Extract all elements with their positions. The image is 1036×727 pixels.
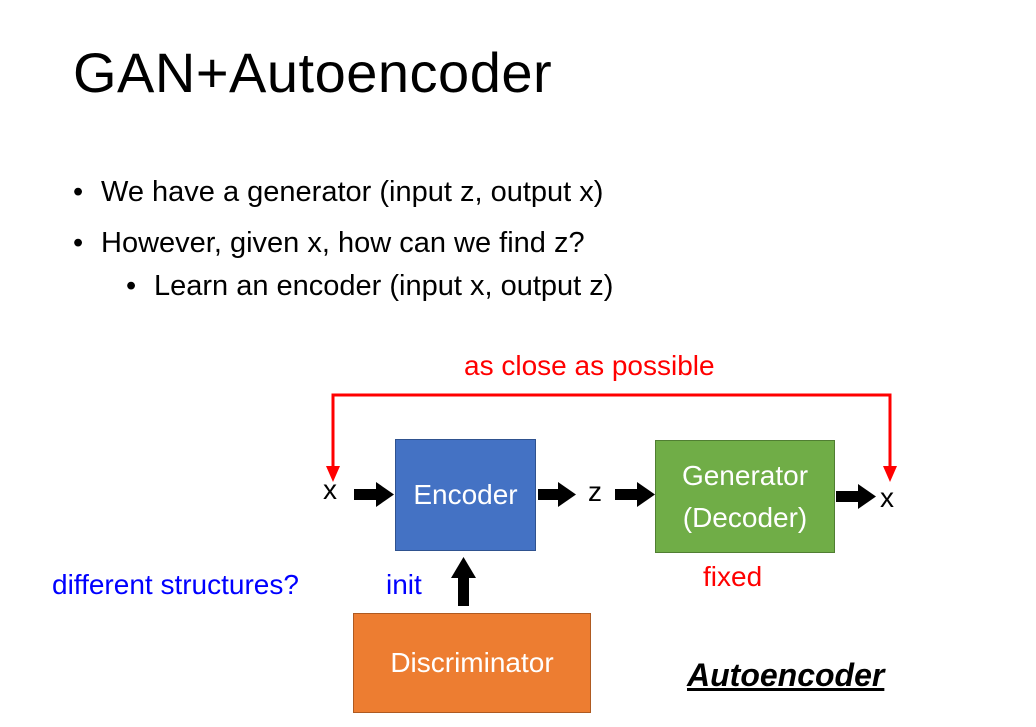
arrow-x-to-encoder	[354, 482, 394, 507]
feedback-line	[331, 393, 892, 468]
feedback-arrowhead-left	[326, 466, 340, 482]
discriminator-box: Discriminator	[353, 613, 591, 713]
arrow-generator-to-x	[836, 484, 876, 509]
generator-label: Generator	[681, 459, 809, 491]
feedback-arrowhead-right	[883, 466, 897, 482]
arrow-discriminator-init	[451, 557, 476, 606]
decoder-label: (Decoder)	[682, 501, 808, 533]
autoencoder-caption: Autoencoder	[687, 657, 885, 693]
latent-z-label: z	[588, 476, 602, 507]
feedback-loop	[331, 393, 892, 468]
arrow-z-to-generator	[615, 482, 655, 507]
flow-arrows	[354, 482, 876, 606]
output-x-label: x	[880, 482, 894, 513]
arrow-encoder-to-z	[538, 482, 576, 507]
slide-title: GAN+Autoencoder	[73, 41, 553, 104]
feedback-label: as close as possible	[464, 350, 715, 381]
fixed-label: fixed	[703, 561, 763, 592]
encoder-box: Encoder	[395, 439, 536, 551]
encoder-label: Encoder	[413, 479, 518, 510]
discriminator-label: Discriminator	[390, 647, 554, 678]
init-label: init	[386, 569, 422, 600]
different-structures-label: different structures?	[52, 569, 299, 600]
sub-bullet-item: Learn an encoder (input x, output z)	[126, 269, 613, 304]
bullet-item: However, given x, how can we find z?	[73, 226, 613, 261]
bullet-item: We have a generator (input z, output x)	[73, 175, 613, 210]
bullet-list: We have a generator (input z, output x) …	[73, 175, 613, 303]
input-x-label: x	[323, 474, 337, 505]
generator-box: Generator (Decoder)	[655, 440, 835, 553]
